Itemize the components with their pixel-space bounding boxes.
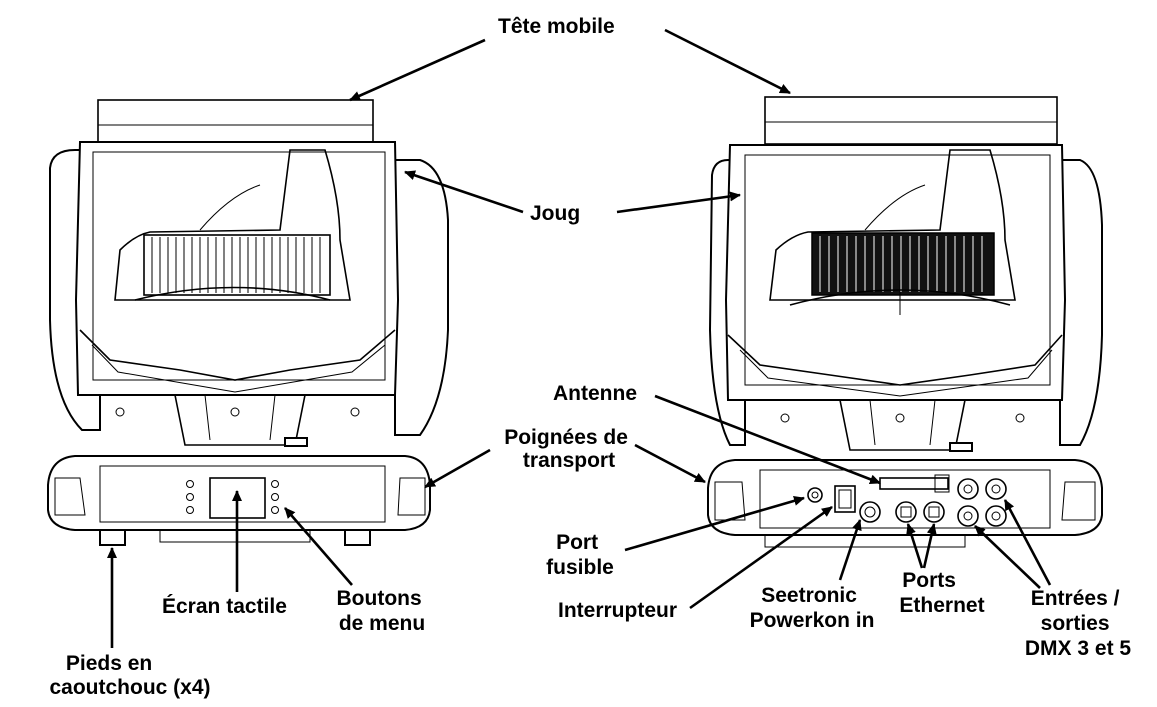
- leader-dmx-1: [974, 525, 1041, 589]
- powerkon-in-shape: [859, 501, 881, 523]
- rear-head-top: [764, 96, 1058, 145]
- leader-yoke-right: [616, 191, 741, 214]
- label-antenna: Antenne: [553, 382, 637, 405]
- front-head-body: [74, 141, 400, 396]
- rear-led-grille: [811, 232, 995, 296]
- front-foot-left: [99, 529, 126, 546]
- leader-yoke-left: [404, 170, 524, 214]
- label-touch-screen: Écran tactile: [162, 595, 287, 618]
- label-fuse-port: Port fusible: [546, 531, 614, 579]
- label-rubber-feet: Pieds en caoutchouc (x4): [49, 652, 210, 699]
- label-carry-handles: Poignées de transport: [504, 426, 634, 472]
- fixture-front-view: [47, 99, 449, 546]
- leader-carry-handles-right: [634, 443, 706, 484]
- leader-fuse-port: [624, 495, 805, 552]
- menu-buttons-shape: [186, 480, 279, 514]
- leader-moving-head-left: [349, 38, 486, 102]
- leader-powerkon-in: [838, 519, 862, 581]
- front-foot-right: [344, 529, 371, 546]
- leader-ethernet-2: [922, 523, 937, 569]
- label-power-in: Seetronic Powerkon in: [750, 584, 875, 632]
- label-ethernet: Ports Ethernet: [899, 569, 984, 617]
- rear-yoke-right-arm: [1059, 159, 1103, 446]
- leader-lines: [107, 28, 1052, 648]
- fixture-rear-view: [707, 96, 1103, 548]
- ethernet-port-1: [895, 501, 917, 523]
- fuse-port-shape: [807, 487, 823, 503]
- dmx-ports-shape: [957, 478, 1007, 527]
- power-switch-shape: [834, 485, 856, 513]
- leader-antenna: [654, 394, 881, 485]
- ethernet-port-2: [923, 501, 945, 523]
- callout-labels: Tête mobile Joug Poignées de transport A…: [49, 15, 1131, 699]
- label-power-switch: Interrupteur: [558, 599, 677, 622]
- front-base: [47, 455, 431, 531]
- label-menu-buttons: Boutons de menu: [337, 587, 428, 635]
- label-moving-head: Tête mobile: [498, 15, 615, 38]
- leader-menu-buttons: [284, 507, 353, 586]
- label-dmx: Entrées / sorties DMX 3 et 5: [1025, 587, 1132, 660]
- leader-moving-head-right: [664, 28, 791, 95]
- front-yoke-right-arm: [394, 159, 449, 436]
- front-head-top: [97, 99, 374, 143]
- leader-dmx-2: [1003, 499, 1052, 586]
- leader-power-switch: [689, 505, 833, 610]
- leader-carry-handles-left: [424, 448, 491, 489]
- leader-ethernet-1: [906, 523, 924, 569]
- rear-base: [707, 459, 1103, 536]
- label-yoke: Joug: [530, 202, 580, 225]
- front-led-grille: [143, 234, 331, 296]
